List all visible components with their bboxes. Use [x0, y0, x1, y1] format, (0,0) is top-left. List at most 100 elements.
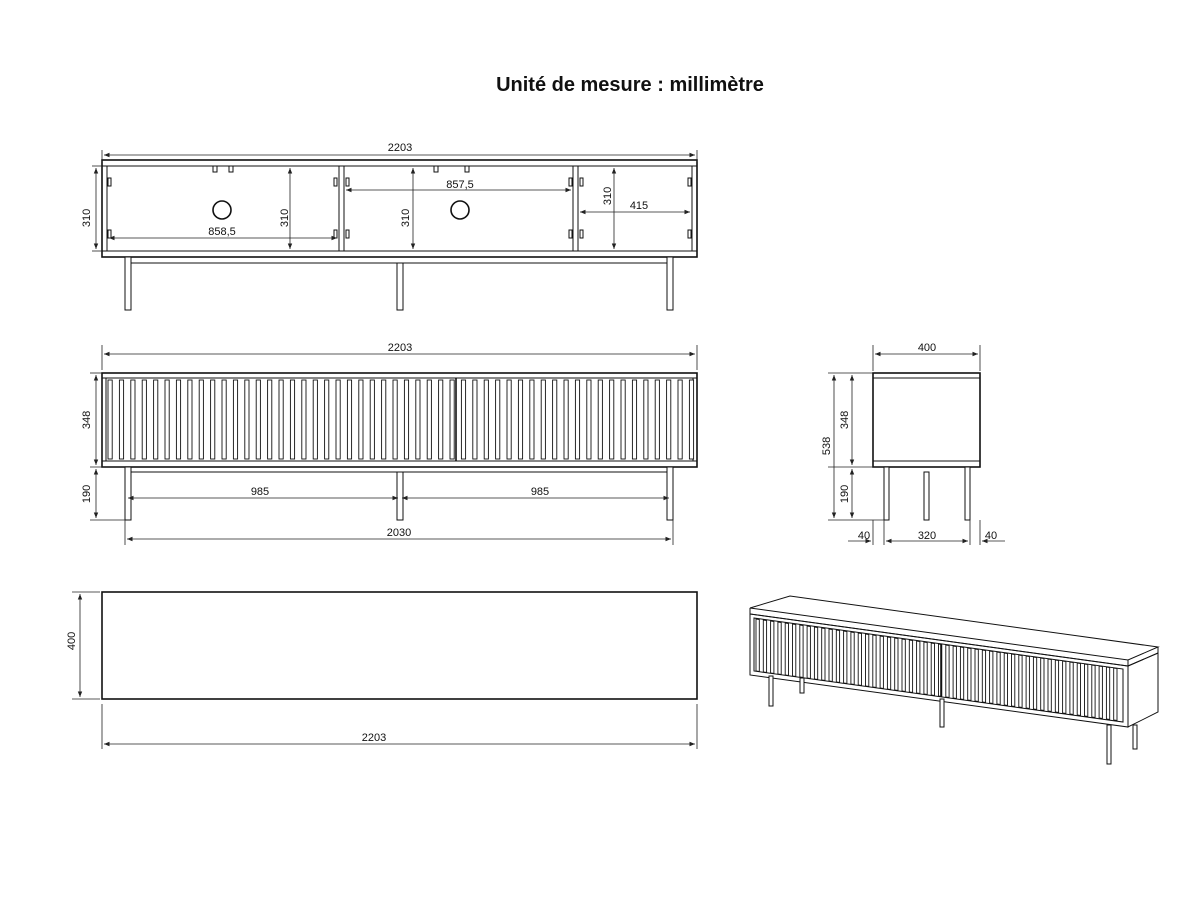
- door-slat: [857, 632, 862, 687]
- hinge: [579, 177, 584, 187]
- leg: [124, 256, 132, 311]
- hinge: [568, 177, 573, 187]
- hinge: [464, 165, 470, 173]
- leg: [124, 466, 132, 521]
- dim-label-leg-height: 190: [81, 485, 93, 503]
- door-slat: [1091, 664, 1096, 719]
- door-slat: [597, 379, 603, 460]
- leg: [1106, 724, 1112, 765]
- door-slat: [654, 379, 660, 460]
- door-slat: [1105, 666, 1111, 721]
- door-slat: [967, 647, 972, 702]
- door-slat: [506, 379, 512, 460]
- door-slat: [821, 627, 826, 682]
- dim-label-width: 2203: [362, 732, 386, 744]
- dim-label-offset-right: 40: [985, 530, 997, 542]
- door-slat: [996, 651, 1001, 706]
- leg: [1132, 724, 1138, 750]
- door-slat: [335, 379, 341, 460]
- leg: [923, 471, 930, 521]
- dim-label-comp3-width: 415: [630, 200, 648, 212]
- door-slat: [187, 379, 193, 460]
- door-slat: [1032, 656, 1038, 711]
- door-slat: [483, 379, 489, 460]
- dim-label-depth: 400: [66, 632, 78, 650]
- door-slat: [324, 379, 330, 460]
- door-slat: [358, 379, 364, 460]
- door-slat: [449, 379, 455, 460]
- door-slat: [755, 618, 760, 673]
- side-face: [1127, 652, 1159, 728]
- dim-label-total-height: 538: [821, 437, 833, 455]
- door-slat: [346, 379, 353, 460]
- divider-right: [572, 165, 579, 252]
- leg: [666, 466, 674, 521]
- dim-label-leg-span-right: 985: [531, 486, 549, 498]
- door-slat: [770, 620, 775, 675]
- hinge: [333, 177, 338, 187]
- door-slat: [563, 379, 569, 460]
- door-slat: [244, 379, 250, 460]
- hinge: [433, 165, 439, 173]
- door-slat: [164, 379, 170, 460]
- door-slat: [974, 648, 979, 703]
- door-slat: [301, 379, 307, 460]
- leg: [883, 466, 890, 521]
- door-slat: [1025, 655, 1030, 710]
- leg: [939, 698, 945, 728]
- hinge: [228, 165, 234, 173]
- door-slat: [952, 645, 957, 700]
- door-slat: [1062, 660, 1067, 715]
- door-slat: [1011, 653, 1016, 708]
- door-slat: [153, 379, 159, 460]
- door-slat: [872, 634, 877, 689]
- door-slat: [894, 637, 899, 692]
- hinge: [107, 229, 112, 239]
- hinge: [345, 177, 350, 187]
- door-slat: [312, 379, 318, 460]
- door-slat: [529, 379, 535, 460]
- door-slat: [620, 379, 626, 460]
- door-slat: [1047, 658, 1052, 713]
- side-view: 400 538 348 190 40 320 40: [821, 342, 1005, 545]
- dim-label-leg-span-total: 2030: [387, 527, 411, 539]
- door-slat: [981, 649, 987, 704]
- divider-left: [338, 165, 345, 252]
- slatted-doors-perspective: [755, 618, 1118, 722]
- door-slat: [552, 379, 558, 460]
- dim-label-body-height: 348: [81, 411, 93, 429]
- door-slat: [198, 379, 204, 460]
- door-slat: [777, 621, 782, 676]
- door-slat: [1040, 657, 1045, 712]
- dim-label-height: 310: [81, 209, 93, 227]
- door-slat: [959, 646, 965, 701]
- front-interior-view: 2203 310 858,5 310 857,5 310 415 310: [81, 142, 698, 311]
- door-slat: [916, 640, 921, 695]
- door-slat: [255, 379, 261, 460]
- door-slat: [677, 379, 683, 460]
- door-slat: [1098, 665, 1103, 720]
- door-slat: [865, 633, 870, 688]
- door-slat: [945, 644, 950, 699]
- hinge: [212, 165, 218, 173]
- cabinet-outline: [101, 372, 698, 468]
- door-slat: [688, 379, 695, 460]
- cable-hole: [212, 200, 232, 220]
- door-slat: [886, 636, 892, 691]
- door-slat: [643, 379, 649, 460]
- door-slat: [850, 631, 855, 686]
- door-slat: [908, 639, 914, 694]
- door-slat: [1069, 661, 1074, 716]
- cabinet-outline: [101, 159, 698, 258]
- hinge: [107, 177, 112, 187]
- door-slat: [175, 379, 182, 460]
- slatted-doors: [107, 379, 695, 460]
- door-slat: [989, 650, 994, 705]
- door-slat: [930, 642, 935, 697]
- top-view: 400 2203: [66, 591, 698, 749]
- dim-label-offset-left: 40: [858, 530, 870, 542]
- door-slat: [835, 629, 841, 684]
- dim-label-comp2-width: 857,5: [446, 179, 474, 191]
- door-slat: [141, 379, 147, 460]
